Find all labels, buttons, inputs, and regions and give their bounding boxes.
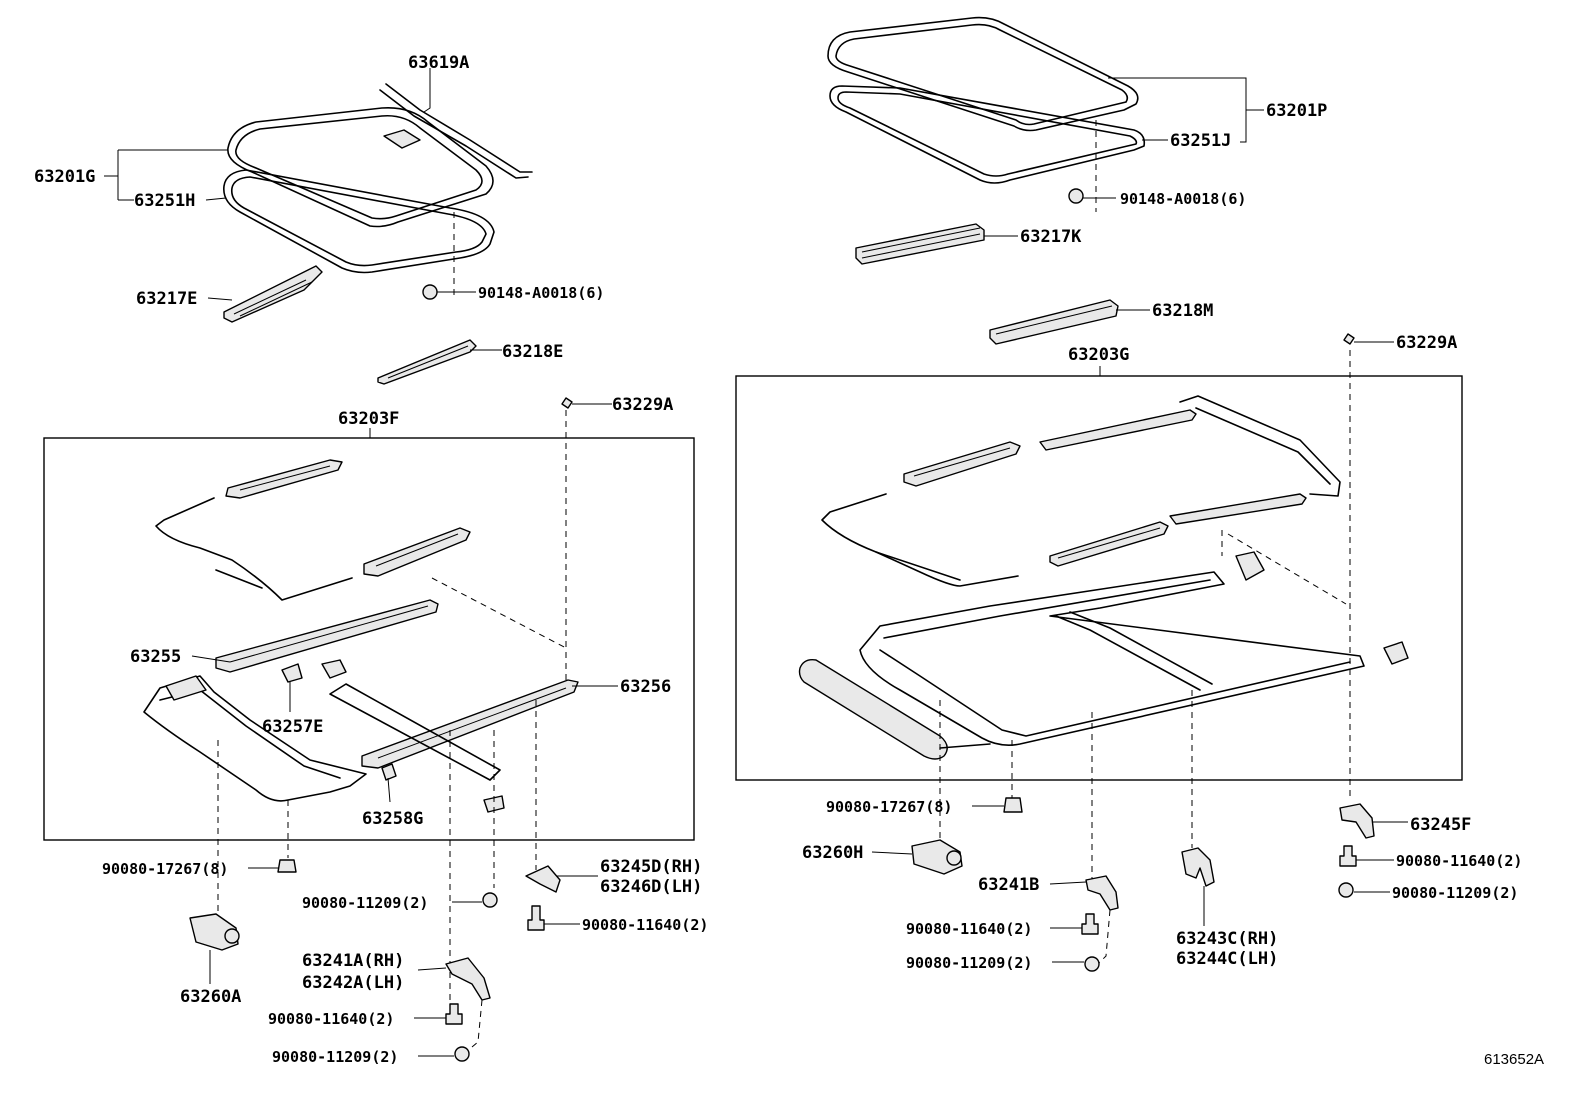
part-63619A: [379, 68, 533, 179]
part-90148-left-clip: [422, 212, 476, 300]
part-90080-11640-d-bolt: [1339, 845, 1394, 867]
part-63229A-left: [561, 397, 612, 680]
label-63203G: 63203G: [1068, 345, 1129, 365]
drive-rail-assembly-right: [798, 395, 1409, 760]
part-90080-17267-right-nut: [972, 797, 1023, 813]
part-90148-right-clip: [1068, 120, 1116, 212]
part-90080-11640-a-bolt: [527, 905, 580, 931]
label-90080-11209-b: 90080-11209(2): [272, 1048, 398, 1066]
label-63619A: 63619A: [408, 53, 469, 73]
label-63251J: 63251J: [1170, 131, 1231, 151]
part-63217K: [855, 223, 1018, 265]
part-90080-11209-b: [418, 1046, 470, 1062]
label-90080-11209-a: 90080-11209(2): [302, 894, 428, 912]
label-90080-17267-right: 90080-17267(8): [826, 798, 952, 816]
part-63245F-bracket: [1339, 803, 1408, 839]
part-63217E: [223, 265, 323, 323]
label-63257E: 63257E: [262, 717, 323, 737]
label-63255: 63255: [130, 647, 181, 667]
label-63229A-right: 63229A: [1396, 333, 1457, 353]
label-63201P: 63201P: [1266, 101, 1327, 121]
part-90080-11209-a: [452, 892, 498, 908]
leader-63201P: [1108, 77, 1264, 143]
assembly-box-63203F: [43, 437, 695, 841]
label-90080-11209-c: 90080-11209(2): [906, 954, 1032, 972]
part-63201P-glass: [827, 16, 1139, 132]
figure-reference: 613652A: [1484, 1051, 1544, 1068]
label-90148-left: 90148-A0018(6): [478, 284, 604, 302]
label-90080-17267-left: 90080-17267(8): [102, 860, 228, 878]
label-63241B: 63241B: [978, 875, 1039, 895]
label-63258G: 63258G: [362, 809, 423, 829]
label-90080-11640-c: 90080-11640(2): [906, 920, 1032, 938]
label-63246D: 63246D(LH): [600, 877, 702, 897]
label-90080-11640-a: 90080-11640(2): [582, 916, 708, 934]
part-63251H-seal: [223, 169, 495, 274]
label-63260A: 63260A: [180, 987, 241, 1007]
label-63229A-left: 63229A: [612, 395, 673, 415]
part-90080-17267-left-nut: [248, 859, 297, 873]
part-90080-11209-c: [1052, 956, 1100, 972]
part-63218E: [377, 339, 477, 385]
part-90080-11640-b-bolt: [414, 1003, 463, 1025]
part-63241A-bracket: [417, 957, 491, 1053]
leader-63251H: [205, 197, 227, 201]
part-63218M: [989, 299, 1150, 345]
part-63251J-seal: [829, 85, 1146, 184]
part-90080-11209-d: [1338, 882, 1390, 898]
label-63203F: 63203F: [338, 409, 399, 429]
drive-rail-assembly-left: [143, 459, 579, 813]
leader-63255: [191, 655, 231, 663]
label-63251H: 63251H: [134, 191, 195, 211]
label-63260H: 63260H: [802, 843, 863, 863]
label-90080-11209-d: 90080-11209(2): [1392, 884, 1518, 902]
label-63245D: 63245D(RH): [600, 857, 702, 877]
part-63241B-bracket: [1049, 875, 1119, 967]
leader-63258G: [387, 777, 391, 803]
label-63245F: 63245F: [1410, 815, 1471, 835]
part-63260A-motor: [189, 913, 240, 984]
label-63218M: 63218M: [1152, 301, 1213, 321]
label-63256: 63256: [620, 677, 671, 697]
part-63245D-bracket: [525, 865, 598, 893]
leader-63217E: [207, 297, 233, 301]
label-63218E: 63218E: [502, 342, 563, 362]
label-63243C: 63243C(RH): [1176, 929, 1278, 949]
label-63241A: 63241A(RH): [302, 951, 404, 971]
part-63260H-motor: [871, 839, 963, 875]
part-63243C-bracket: [1181, 847, 1215, 926]
label-90148-right: 90148-A0018(6): [1120, 190, 1246, 208]
label-63242A: 63242A(LH): [302, 973, 404, 993]
label-63244C: 63244C(LH): [1176, 949, 1278, 969]
label-63217E: 63217E: [136, 289, 197, 309]
assembly-box-63203G: [735, 375, 1463, 781]
label-90080-11640-d: 90080-11640(2): [1396, 852, 1522, 870]
leader-63201G: [104, 149, 228, 201]
label-90080-11640-b: 90080-11640(2): [268, 1010, 394, 1028]
part-63201G-glass: [227, 106, 494, 228]
part-63229A-right: [1343, 333, 1394, 800]
label-63201G: 63201G: [34, 167, 95, 187]
label-63217K: 63217K: [1020, 227, 1082, 247]
part-90080-11640-c-bolt: [1050, 913, 1099, 935]
